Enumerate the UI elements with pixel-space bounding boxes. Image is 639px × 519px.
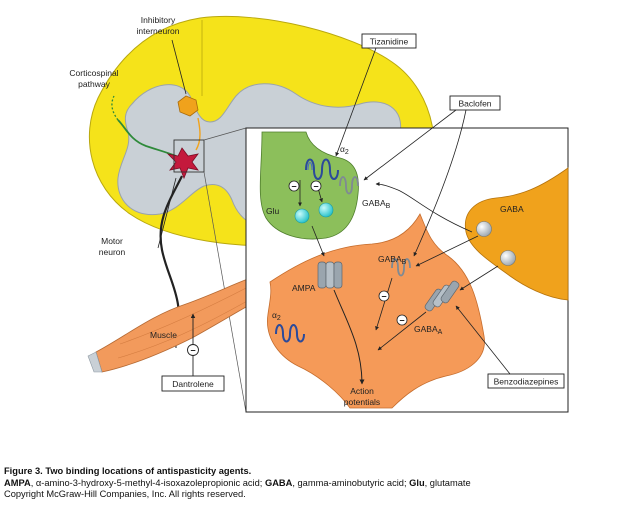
gaba-neuron	[464, 167, 569, 301]
minus-post-1: −	[381, 292, 386, 302]
ampa-label: AMPA	[292, 283, 316, 293]
motor-neuron-label-line2: neuron	[99, 247, 126, 257]
inhibit-marker-post-1	[378, 290, 390, 302]
tizanidine-box	[361, 33, 417, 49]
glu-label: Glu	[266, 206, 280, 216]
minus-post-2: −	[399, 316, 404, 326]
gaba-label: GABA	[500, 204, 524, 214]
corticospinal-label-line2: pathway	[78, 79, 110, 89]
minus-glu-1: −	[291, 182, 296, 192]
gaba-vesicle	[500, 250, 516, 266]
gaba-vesicle	[476, 221, 492, 237]
gabab-receptor-postsynaptic	[391, 258, 411, 277]
inhibitory-interneuron	[177, 95, 199, 117]
figure-caption: Figure 3. Two binding locations of antis…	[4, 466, 634, 501]
inhibit-marker-post-2	[396, 314, 408, 326]
muscle	[95, 275, 263, 373]
inhibit-marker-glu-2	[310, 180, 322, 192]
zoom-source-box	[173, 139, 205, 173]
glu-vesicle	[294, 208, 310, 224]
inhibit-marker-glu-1	[288, 180, 300, 192]
alpha2-receptor-postsynaptic	[275, 324, 305, 343]
baclofen-label: Baclofen	[458, 99, 491, 109]
caption-abbreviations: AMPA, α-amino-3-hydroxy-5-methyl-4-isoxa…	[4, 477, 471, 488]
inhibitory-interneuron-label-line2: interneuron	[136, 26, 179, 36]
dantrolene-minus: −	[190, 346, 195, 356]
dantrolene-label: Dantrolene	[172, 379, 214, 389]
benzodiazepines-box	[487, 373, 565, 389]
gabaa-label: GABAA	[414, 324, 443, 336]
glu-vesicle	[318, 202, 334, 218]
dantrolene-box	[161, 375, 225, 392]
alpha2-top-label: α2	[340, 144, 349, 156]
motor-neuron-label-line1: Motor	[101, 236, 123, 246]
gabab-label-postsynaptic: GABAB	[378, 254, 407, 266]
alpha2-left-label: α2	[272, 310, 281, 322]
corticospinal-label-line1: Corticospinal	[69, 68, 118, 78]
action-potentials-line1: Action	[350, 386, 374, 396]
dantrolene-inhibit-marker	[187, 344, 199, 356]
motor-neuron	[166, 147, 199, 180]
gabab-label-presynaptic: GABAB	[362, 198, 391, 210]
minus-glu-2: −	[313, 182, 318, 192]
corticospinal-pathway	[117, 119, 177, 157]
tizanidine-label: Tizanidine	[370, 37, 409, 47]
gabaa-receptor	[424, 280, 460, 312]
action-potentials-line2: potentials	[344, 397, 380, 407]
glu-neuron	[259, 131, 359, 240]
baclofen-box	[449, 95, 501, 111]
inhibitory-interneuron-label-line1: Inhibitory	[141, 15, 176, 25]
alpha2-receptor-presynaptic	[305, 158, 339, 180]
caption-title: Figure 3. Two binding locations of antis…	[4, 466, 252, 476]
ampa-receptor	[317, 261, 343, 289]
caption-copyright: Copyright McGraw-Hill Companies, Inc. Al…	[4, 489, 246, 499]
muscle-label: Muscle	[150, 330, 177, 340]
benzodiazepines-label: Benzodiazepines	[494, 377, 559, 387]
gabab-receptor-presynaptic	[339, 176, 359, 195]
